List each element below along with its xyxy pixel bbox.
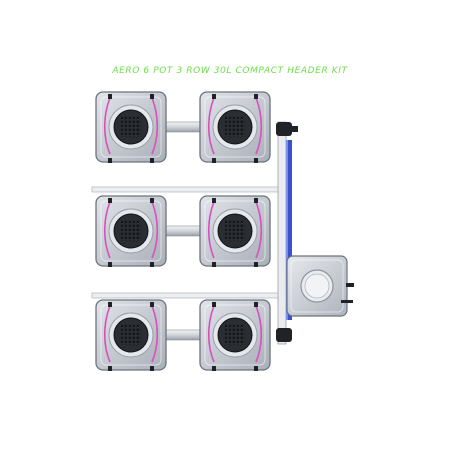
header-pipe bbox=[276, 121, 298, 345]
reservoir bbox=[286, 255, 354, 317]
drip-hose bbox=[255, 97, 263, 155]
drip-hose bbox=[103, 201, 111, 259]
pot-6 bbox=[199, 299, 271, 371]
drip-hose bbox=[255, 201, 263, 259]
row-connectors bbox=[163, 121, 205, 341]
pot-2 bbox=[199, 91, 271, 163]
pot-3 bbox=[95, 195, 167, 267]
pot-1 bbox=[95, 91, 167, 163]
drip-hose bbox=[103, 97, 111, 155]
pot-4 bbox=[199, 195, 271, 267]
drip-hose bbox=[207, 97, 215, 155]
drip-hose bbox=[207, 201, 215, 259]
drip-hose bbox=[103, 305, 111, 363]
drip-hose bbox=[207, 305, 215, 363]
drip-hose bbox=[151, 97, 159, 155]
pot-grid bbox=[95, 91, 271, 371]
pot-5 bbox=[95, 299, 167, 371]
drip-hose bbox=[151, 305, 159, 363]
drip-hose bbox=[151, 201, 159, 259]
drip-hose bbox=[255, 305, 263, 363]
product-title: AERO 6 POT 3 ROW 30L COMPACT HEADER KIT bbox=[112, 66, 348, 76]
